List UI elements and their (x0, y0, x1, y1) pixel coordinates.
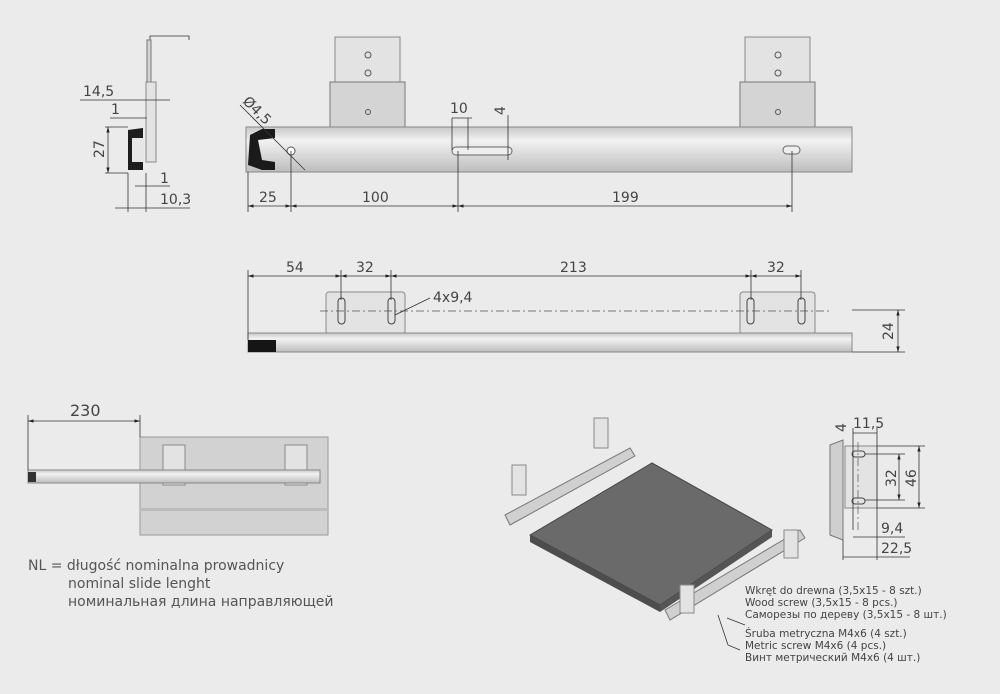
dim-32-detail: 32 (884, 469, 900, 487)
dim-10: 10 (450, 101, 468, 117)
dim-11-5: 11,5 (853, 416, 884, 432)
hardware-notes: Wkręt do drewna (3,5x15 - 8 szt.) Wood s… (745, 585, 947, 664)
dim-100: 100 (362, 190, 389, 206)
dim-hole-diameter: Ø4,5 (239, 94, 274, 129)
dim-1-top: 1 (111, 102, 120, 118)
dim-slots: 4x9,4 (433, 290, 473, 306)
dim-14-5: 14,5 (83, 84, 114, 100)
wood-screw-ru: Саморезы по дереву (3,5x15 - 8 шт.) (745, 609, 947, 621)
dim-4: 4 (493, 106, 509, 115)
extension-view: 230 (27, 401, 329, 536)
dim-199: 199 (612, 190, 639, 206)
dim-4-detail: 4 (834, 423, 850, 432)
bracket-detail: 11,5 4 32 46 9,4 22,5 (829, 416, 925, 560)
dim-32-right: 32 (767, 260, 785, 276)
metric-screw-pl: Śruba metryczna M4x6 (4 szt.) (745, 627, 907, 640)
dim-9-4: 9,4 (881, 521, 903, 537)
metric-screw-en: Metric screw M4x6 (4 pcs.) (745, 640, 886, 652)
dim-25: 25 (259, 190, 277, 206)
dim-27: 27 (92, 140, 108, 158)
wood-screw-en: Wood screw (3,5x15 - 8 pcs.) (745, 597, 898, 609)
dim-46: 46 (904, 469, 920, 487)
dim-24: 24 (881, 322, 897, 340)
top-view: 54 32 213 32 4x9,4 24 (247, 260, 905, 353)
dim-1-bottom: 1 (160, 171, 169, 187)
dim-230: 230 (70, 401, 101, 420)
dim-22-5: 22,5 (881, 541, 912, 557)
dim-32-left: 32 (356, 260, 374, 276)
nl-polish: NL = długość nominalna prowadnicy (28, 558, 284, 574)
metric-screw-ru: Винт метрический M4x6 (4 шт.) (745, 652, 920, 664)
side-view: Ø4,5 10 4 25 100 199 (239, 36, 853, 212)
nl-legend: NL = długość nominalna prowadnicy nomina… (28, 558, 333, 610)
wood-screw-pl: Wkręt do drewna (3,5x15 - 8 szt.) (745, 585, 922, 597)
assembly-view (504, 417, 806, 651)
profile-view: 14,5 1 27 1 10,3 (80, 35, 191, 212)
dim-10-3: 10,3 (160, 192, 191, 208)
nl-russian: номинальная длина направляющей (68, 594, 333, 610)
nl-english: nominal slide lenght (68, 576, 211, 592)
dim-54: 54 (286, 260, 304, 276)
dim-213: 213 (560, 260, 587, 276)
